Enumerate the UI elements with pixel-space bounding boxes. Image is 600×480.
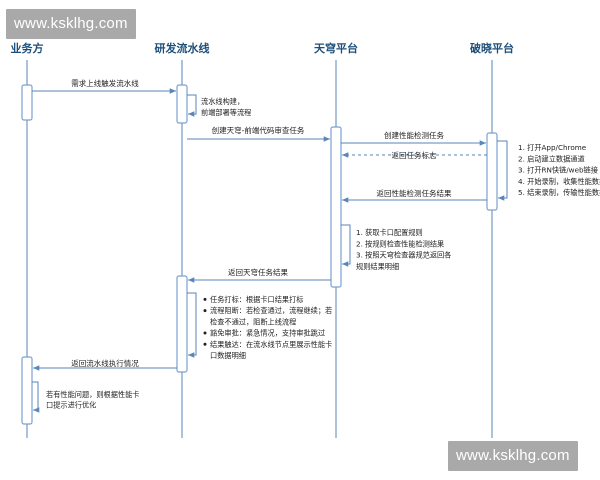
self-label-m10-4: 结果触达：在流水线节点里展示性能卡	[210, 340, 332, 349]
participant-tianqiong: 天穹平台	[314, 41, 358, 55]
self-label-m12-0: 若有性能问题，则根据性能卡	[46, 390, 139, 399]
message-label-m9: 返回天穹任务结果	[228, 267, 288, 277]
self-label-m6-3: 4. 开始录制，收集性能数据	[518, 177, 600, 186]
message-label-m1: 需求上线触发流水线	[71, 78, 139, 88]
activation-pipeline-2	[176, 84, 188, 124]
participant-business: 业务方	[11, 41, 44, 55]
self-label-m2-0: 流水线构建，	[201, 97, 244, 106]
message-label-m3: 创建天穹-前端代码审查任务	[212, 125, 305, 135]
watermark-bottom: www.ksklhg.com	[448, 441, 578, 471]
watermark-top: www.ksklhg.com	[6, 9, 136, 39]
self-label-m2-1: 前端部署等流程	[201, 108, 251, 117]
self-label-m10-1: 流程阻断：若检查通过，流程继续；若	[210, 306, 332, 315]
activation-pipeline-3	[176, 275, 188, 373]
bullet-m10-4	[203, 342, 207, 346]
self-label-m8-2: 3. 按照天穹检查器规范返回各	[356, 251, 451, 260]
self-label-m6-1: 2. 启动建立数据通道	[518, 154, 585, 163]
self-label-m6-2: 3. 打开RN快链/web链接	[518, 166, 598, 175]
message-label-m7: 返回性能检测任务结果	[377, 188, 452, 198]
participant-pipeline: 研发流水线	[155, 41, 210, 55]
self-label-m8-0: 1. 获取卡口配置规则	[356, 228, 423, 237]
self-label-m6-0: 1. 打开App/Chrome	[518, 143, 587, 152]
message-label-m5: 返回任务标志	[392, 150, 437, 160]
self-arrow-m6	[497, 140, 508, 201]
self-arrow-m2	[187, 94, 197, 117]
bullet-m10-3	[203, 331, 207, 335]
self-arrow-m8	[341, 224, 351, 267]
message-label-m11: 返回流水线执行情况	[71, 358, 139, 368]
activation-poxiao-5	[486, 132, 498, 211]
self-label-m8-1: 2. 按规则检查性能检测结果	[356, 239, 444, 248]
self-label-m6-4: 5. 结束录制，传输性能数据	[518, 188, 600, 197]
activation-business-0	[21, 84, 33, 121]
self-label-m10-3: 豁免审批：紧急情况，支持审批跳过	[210, 329, 325, 338]
self-label-m10-5: 口数据明细	[210, 351, 246, 360]
self-label-m8-3: 规则结果明细	[356, 262, 399, 271]
message-label-m4: 创建性能检测任务	[384, 130, 444, 140]
self-label-m12-1: 口提示进行优化	[46, 401, 96, 410]
bullet-m10-1	[203, 309, 207, 313]
self-label-m10-2: 检查不通过，阻断上线流程	[210, 317, 296, 326]
self-arrow-m12	[32, 381, 40, 413]
activation-tianqiong-4	[330, 126, 342, 288]
self-arrow-m10	[187, 292, 197, 358]
activation-business-1	[21, 356, 33, 425]
bullet-m10-0	[203, 297, 207, 301]
participant-poxiao: 破晓平台	[470, 41, 514, 55]
self-label-m10-0: 任务打标：根据卡口结果打标	[210, 295, 303, 304]
